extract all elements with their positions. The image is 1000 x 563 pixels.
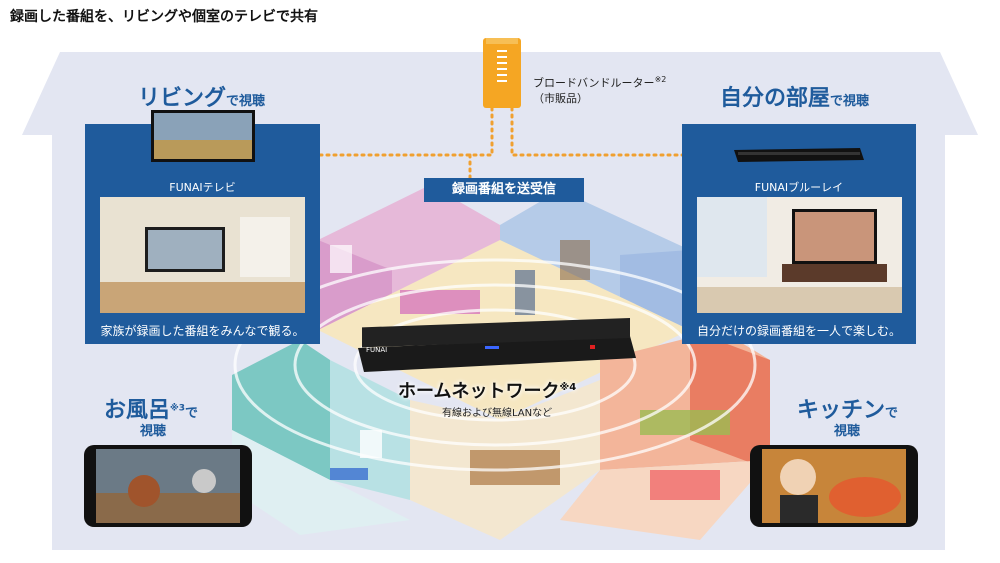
router-label: ブロードバンドルーター※2 （市販品） [533,72,666,106]
router-icon [483,38,521,108]
network-subtitle: 有線および無線LANなど [442,408,553,419]
bedroom-title-suffix: で視聴 [830,94,870,109]
room-bath [232,340,330,480]
network-title-note: ※4 [559,382,577,393]
connection-lines [266,106,732,182]
bedroom-desc: 自分だけの録画番組を一人で楽しむ。 [696,324,901,338]
bath-title-suffix2: 視聴 [140,424,167,439]
router-note: ※2 [654,75,667,84]
bedroom-device-label: FUNAIブルーレイ [754,181,844,194]
living-title: リビングで視聴 [138,80,265,112]
page-heading: 録画した番組を、リビングや個室のテレビで共有 [10,9,318,25]
living-tv-icon [151,110,255,162]
bath-title-line2: 視聴 [140,420,166,439]
living-panel: FUNAIテレビ 家族が録画した番組をみんなで観る。 [85,110,320,344]
bath-smartphone [84,445,252,527]
kitchen-title-main: キッチン [797,398,886,423]
bedroom-photo [697,197,902,313]
kitchen-title-line2: 視聴 [834,420,860,439]
living-title-suffix: で視聴 [226,94,266,109]
bluray-player-icon [734,148,864,162]
router-name: ブロードバンドルーター [533,76,655,90]
transfer-banner: 録画番組を送受信 [424,178,584,202]
bath-title-note: ※3 [170,403,186,414]
bath-title: お風呂※3で [104,392,198,424]
living-device-label: FUNAIテレビ [169,181,236,194]
kitchen-title-suffix: で [885,406,899,421]
network-title: ホームネットワーク※4 [398,377,576,403]
bedroom-title-main: 自分の部屋 [720,86,831,111]
kitchen-smartphone [750,445,918,527]
router-sublabel: （市販品） [533,91,588,105]
kitchen-title-suffix2: 視聴 [834,424,861,439]
living-room-photo [100,197,305,313]
bath-title-main: お風呂 [104,398,171,423]
blu-ray-recorder: FUNAI [358,317,636,372]
bedroom-title: 自分の部屋で視聴 [720,80,869,112]
living-desc: 家族が録画した番組をみんなで観る。 [100,324,305,338]
bath-title-suffix: で [185,406,199,421]
network-title-main: ホームネットワーク [398,381,560,402]
bedroom-panel: FUNAIブルーレイ 自分だけの録画番組を一人で楽しむ。 [682,124,916,344]
kitchen-title: キッチンで [797,392,898,424]
recorder-brand: FUNAI [366,346,387,354]
network-rings [233,258,757,472]
living-title-main: リビング [138,86,227,111]
